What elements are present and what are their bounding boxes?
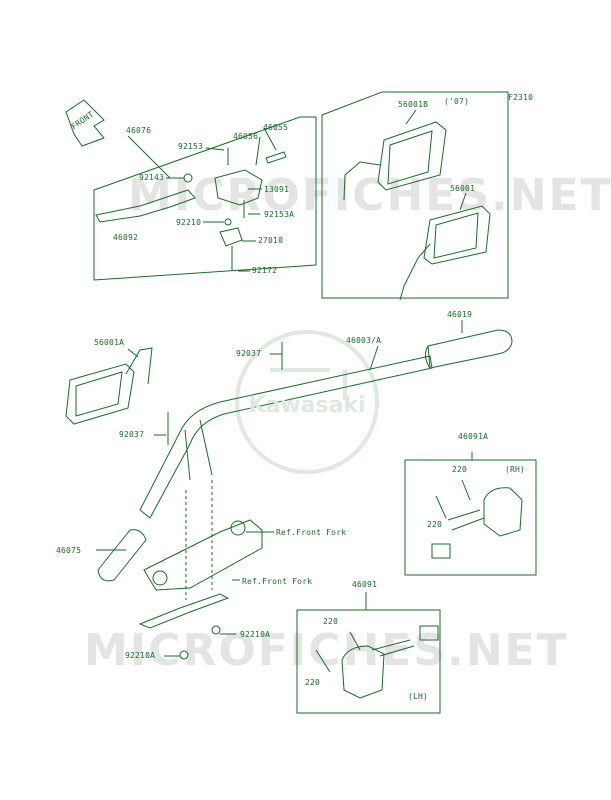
watermark-top: MICROFICHES.NET <box>128 170 611 221</box>
label-92037-top: 92037 <box>236 349 262 358</box>
mirror-56001a <box>65 347 153 425</box>
label-92153a: 92153A <box>264 210 295 219</box>
label-46075: 46075 <box>56 546 82 555</box>
handlebar <box>139 355 433 519</box>
label-220-lh-2: 220 <box>305 678 321 687</box>
bushing-92143 <box>183 173 193 183</box>
label-56001a: 56001A <box>94 338 125 347</box>
label-92172: 92172 <box>252 266 278 275</box>
front-arrow-icon <box>65 99 105 147</box>
figure-code: F2310 <box>508 93 534 102</box>
label-ref-front-fork-1: Ref.Front Fork <box>276 528 347 537</box>
label-92210a-1: 92210A <box>240 630 271 639</box>
label-46056: 46056 <box>233 132 259 141</box>
label-lh: (LH) <box>408 692 429 701</box>
label-220-rh-1: 220 <box>452 465 468 474</box>
grip-46019 <box>424 329 513 369</box>
label-46091a: 46091A <box>458 432 489 441</box>
switch-27010 <box>219 227 243 247</box>
lever-assembly-box <box>93 116 317 281</box>
mirror-56001 <box>399 205 491 301</box>
grip-46075 <box>97 529 147 582</box>
cable-guide <box>138 593 230 629</box>
label-46091: 46091 <box>352 580 378 589</box>
label-92143: 92143 <box>139 173 165 182</box>
label-92153: 92153 <box>178 142 204 151</box>
bolt-46055 <box>265 151 287 164</box>
clutch-lever <box>95 189 196 223</box>
label-220-rh-2: 220 <box>427 520 443 529</box>
label-46076: 46076 <box>126 126 152 135</box>
label-ref-front-fork-2: Ref.Front Fork <box>242 577 313 586</box>
label-56001b: 56001B <box>398 100 429 109</box>
label-46019: 46019 <box>447 310 473 319</box>
label-13091: 13091 <box>264 185 290 194</box>
label-92210: 92210 <box>176 218 202 227</box>
label-27010: 27010 <box>258 236 284 245</box>
mirror-56001b <box>343 121 447 201</box>
mirror-box <box>321 91 509 299</box>
lever-bracket <box>214 169 263 206</box>
kawasaki-logo-text: Kawasaki <box>248 393 365 418</box>
label-46055: 46055 <box>263 123 289 132</box>
rh-switch-box <box>404 459 537 576</box>
label-92210a-2: 92210A <box>125 651 156 660</box>
watermark-bottom: MICROFICHES.NET <box>84 625 569 676</box>
fork-clamp <box>143 519 263 591</box>
rh-switch-housing <box>431 479 523 559</box>
lh-switch-box <box>296 609 441 714</box>
nut-92210 <box>224 218 232 226</box>
label-220-lh-1: 220 <box>323 617 339 626</box>
label-rh: (RH) <box>505 465 526 474</box>
label-mirror-note: ('07) <box>444 97 470 106</box>
lh-switch-housing <box>315 625 439 699</box>
label-92037-left: 92037 <box>119 430 145 439</box>
label-56001: 56001 <box>450 184 476 193</box>
label-46003a: 46003/A <box>346 336 382 345</box>
label-46092: 46092 <box>113 233 139 242</box>
